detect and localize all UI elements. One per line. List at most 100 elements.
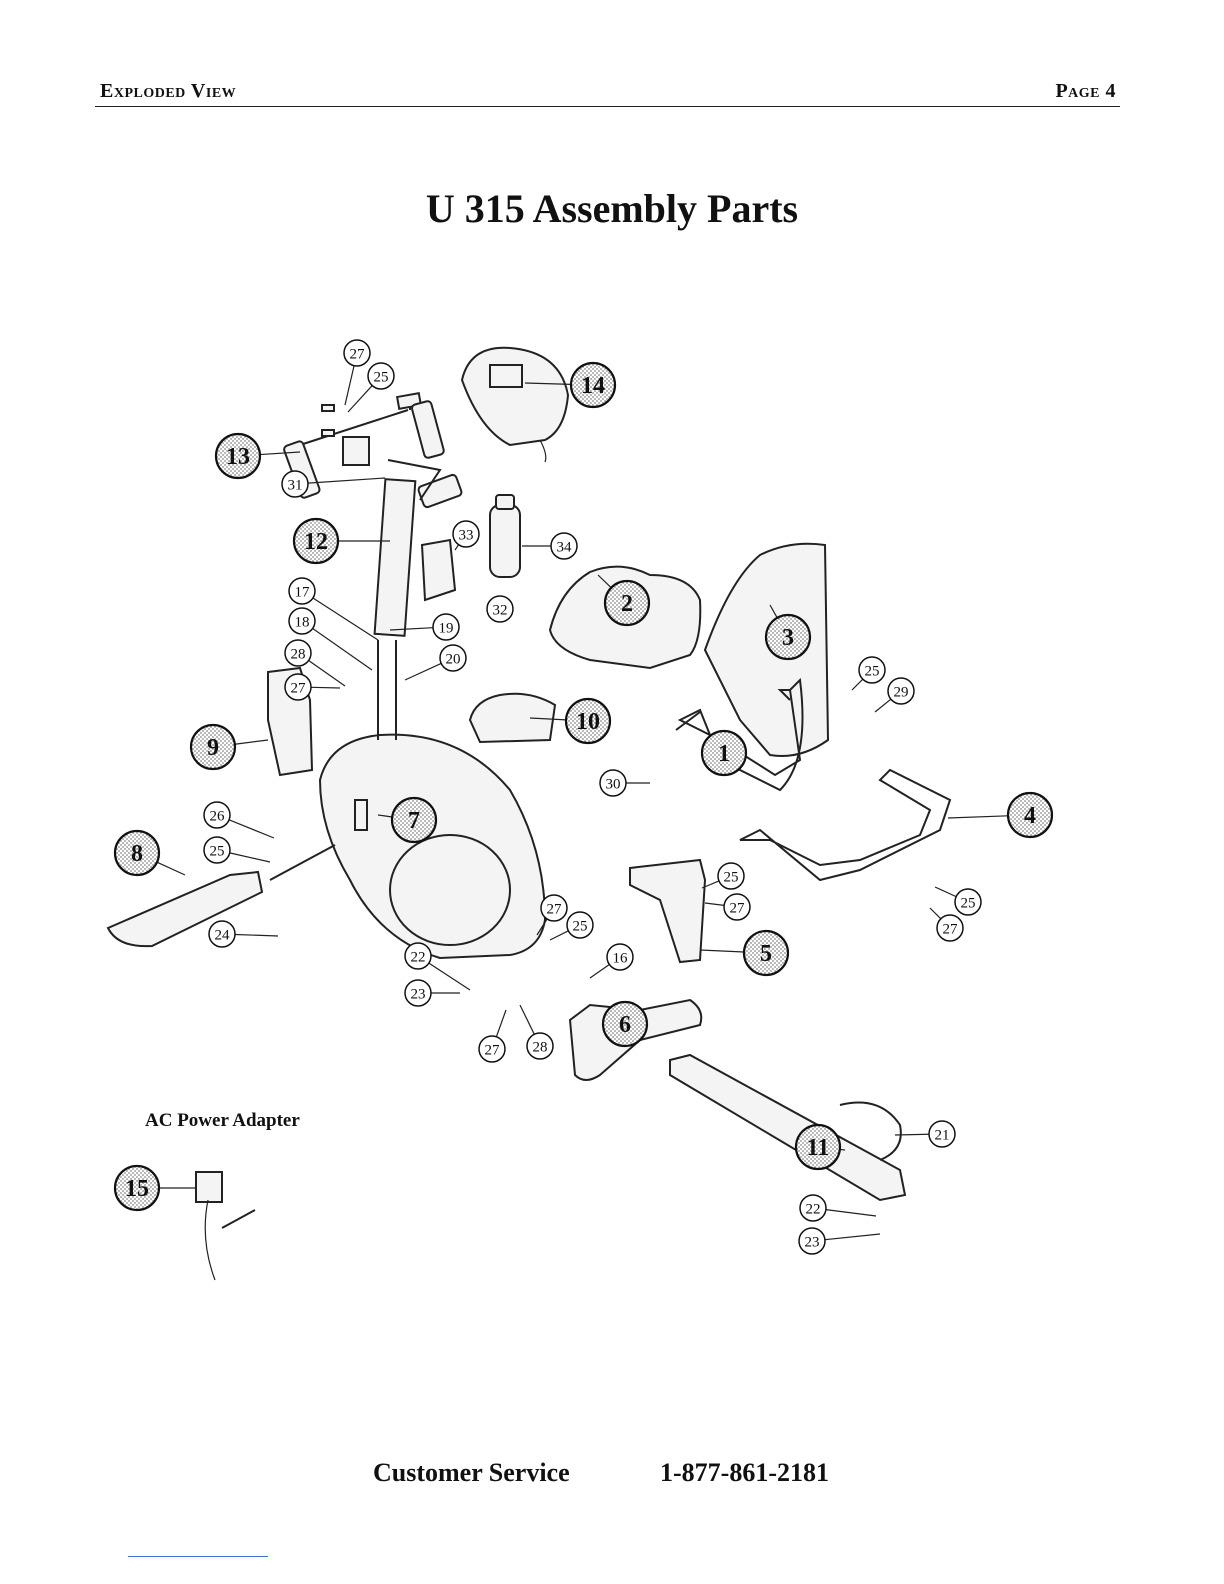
water-bottle (490, 495, 520, 577)
hardware-callout-16: 16 (607, 944, 633, 970)
leader-line (345, 366, 354, 405)
part-callout-5: 5 (744, 931, 788, 975)
callout-number: 27 (485, 1043, 501, 1059)
part-callout-1: 1 (702, 731, 746, 775)
seat-post-bracket (630, 860, 705, 962)
callout-number: 30 (606, 777, 621, 793)
callout-number: 3 (782, 625, 794, 651)
leader-line (700, 950, 744, 952)
leader-line (826, 1210, 876, 1216)
part-callout-4: 4 (1008, 793, 1052, 837)
callout-number: 23 (411, 987, 426, 1003)
hardware-callout-31: 31 (282, 471, 308, 497)
leader-lines (157, 366, 1008, 1240)
hardware-callout-27: 27 (937, 915, 963, 941)
callout-number: 15 (125, 1176, 149, 1202)
callout-number: 12 (304, 529, 328, 555)
leader-line (235, 740, 268, 744)
callout-number: 23 (805, 1235, 820, 1251)
callout-number: 34 (557, 540, 573, 556)
callout-number: 27 (730, 901, 746, 917)
hardware-callout-25: 25 (955, 889, 981, 915)
hardware-callout-20: 20 (440, 645, 466, 671)
callout-number: 28 (533, 1040, 548, 1056)
leader-line (405, 663, 441, 680)
leader-line (825, 1234, 880, 1240)
leader-line (550, 931, 568, 940)
leader-line (309, 660, 345, 686)
leader-line (308, 478, 385, 483)
hardware-callout-22: 22 (405, 943, 431, 969)
leader-line (930, 908, 941, 919)
callout-number: 25 (573, 919, 588, 935)
handlebar (283, 393, 463, 508)
hardware-callout-30: 30 (600, 770, 626, 796)
part-callout-12: 12 (294, 519, 338, 563)
callout-number: 21 (935, 1128, 950, 1144)
part-callout-2: 2 (605, 581, 649, 625)
leader-line (705, 903, 724, 905)
hardware-callout-22: 22 (800, 1195, 826, 1221)
callout-number: 7 (408, 808, 420, 834)
part-callout-15: 15 (115, 1166, 159, 1210)
hardware-callout-21: 21 (929, 1121, 955, 1147)
callout-number: 25 (865, 664, 880, 680)
callout-number: 10 (576, 709, 600, 735)
callout-number: 26 (210, 809, 226, 825)
callout-number: 25 (724, 870, 739, 886)
callout-number: 25 (374, 370, 389, 386)
hardware-callout-25: 25 (204, 837, 230, 863)
hardware-callout-25: 25 (718, 863, 744, 889)
leader-line (590, 964, 609, 978)
hardware-callout-33: 33 (453, 521, 479, 547)
leader-line (895, 1134, 929, 1135)
hardware-callout-25: 25 (368, 363, 394, 389)
hardware-callout-28: 28 (527, 1033, 553, 1059)
callout-number: 27 (291, 681, 307, 697)
callout-number: 11 (807, 1135, 830, 1161)
leader-line (496, 1010, 506, 1037)
callout-number: 33 (459, 528, 474, 544)
callout-number: 5 (760, 941, 772, 967)
leader-line (230, 853, 270, 862)
rear-rail (670, 1055, 905, 1200)
leader-line (875, 699, 891, 712)
seat-back (705, 544, 828, 756)
customer-service-label: Customer Service (373, 1458, 570, 1488)
leader-line (520, 1005, 534, 1034)
hardware-callout-28: 28 (285, 640, 311, 666)
ac-power-adapter-label: AC Power Adapter (145, 1110, 300, 1132)
hardware-callout-32: 32 (487, 596, 513, 622)
hardware-callout-27: 27 (479, 1036, 505, 1062)
hardware-callout-23: 23 (405, 980, 431, 1006)
callout-number: 25 (961, 896, 976, 912)
hardware-callout-23: 23 (799, 1228, 825, 1254)
callout-number: 6 (619, 1012, 631, 1038)
callout-number: 28 (291, 647, 306, 663)
part-callout-7: 7 (392, 798, 436, 842)
leader-line (935, 887, 956, 897)
callout-number: 24 (215, 928, 231, 944)
callout-number: 2 (621, 591, 633, 617)
leader-line (948, 816, 1008, 818)
callout-number: 20 (446, 652, 461, 668)
hardware-callout-18: 18 (289, 608, 315, 634)
callout-number: 32 (493, 603, 508, 619)
leader-line (429, 963, 470, 990)
hardware-callout-27: 27 (541, 895, 567, 921)
callout-number: 22 (411, 950, 426, 966)
part-callout-9: 9 (191, 725, 235, 769)
hardware-callout-25: 25 (859, 657, 885, 683)
leader-line (311, 687, 340, 688)
callout-number: 4 (1024, 803, 1036, 829)
callout-number: 27 (547, 902, 563, 918)
hardware-callout-24: 24 (209, 921, 235, 947)
callout-number: 19 (439, 621, 454, 637)
console (462, 348, 568, 462)
part-callout-3: 3 (766, 615, 810, 659)
callout-number: 13 (226, 444, 250, 470)
hardware-callout-34: 34 (551, 533, 577, 559)
leader-line (313, 598, 378, 640)
leader-line (852, 679, 863, 690)
part-callout-10: 10 (566, 699, 610, 743)
